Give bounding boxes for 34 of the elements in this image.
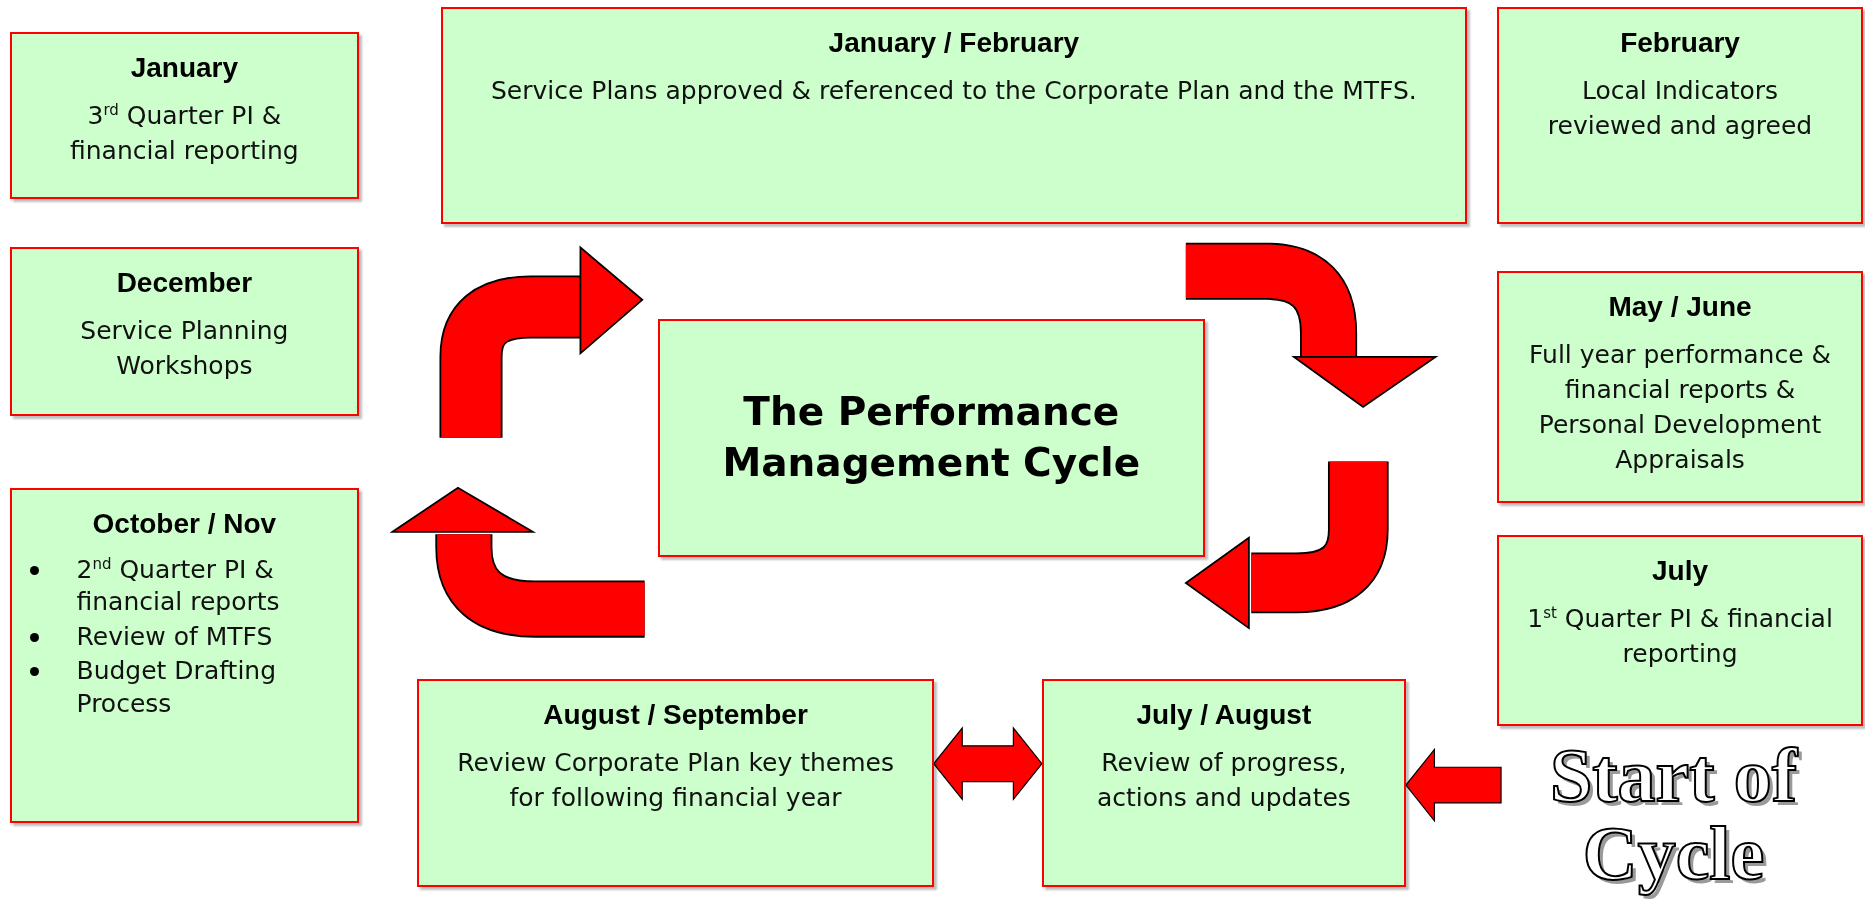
box-heading: October / Nov [92, 507, 277, 540]
month-box [417, 679, 934, 888]
box-text: 3$^{rd}$ Quarter PI & financial reporting [69, 99, 300, 168]
month-box [9, 487, 360, 824]
block-arrow [1405, 747, 1502, 823]
box-heading: December [116, 267, 253, 300]
box-heading: July / August [1136, 699, 1312, 732]
box-heading: August / September [543, 699, 808, 732]
center-label: The Performance Management Cycle [721, 388, 1142, 487]
start-of-cycle-text: Start of Cycle [1501, 737, 1846, 916]
month-box [1041, 679, 1406, 888]
block-arrow [932, 726, 1043, 802]
box-text: Review of progress, actions and updates [1095, 747, 1352, 815]
box-heading: February [1620, 27, 1740, 60]
box-heading: May / June [1608, 291, 1752, 324]
box-text: 1$^{st}$ Quarter PI & financial reporting [1526, 602, 1834, 671]
box-heading: January [130, 52, 239, 85]
month-box [1497, 535, 1863, 726]
box-text: Review Corporate Plan key themes for following financial year [456, 747, 895, 815]
box-text: Full year performance & financial reports & Personal Development Appraisals [1528, 339, 1832, 477]
title-box [657, 318, 1205, 557]
month-box [1497, 271, 1863, 504]
box-text: Service Plans approved & referenced to the Corporate Plan and the MTFS. [490, 75, 1417, 108]
box-text: Local Indicators reviewed and agreed [1546, 75, 1814, 143]
box-heading: July [1652, 555, 1709, 588]
month-box [441, 7, 1467, 224]
month-box [9, 247, 360, 417]
box-text: Service Planning Workshops [79, 315, 290, 383]
month-box [9, 32, 360, 199]
month-box [1497, 7, 1863, 224]
bullet-text: 2$^{nd}$ Quarter PI & financial reports [76, 553, 281, 619]
box-heading: January / February [828, 27, 1080, 60]
bullet-text: Review of MTFS [76, 620, 273, 653]
bullet-text: Budget Drafting Process [76, 655, 278, 720]
